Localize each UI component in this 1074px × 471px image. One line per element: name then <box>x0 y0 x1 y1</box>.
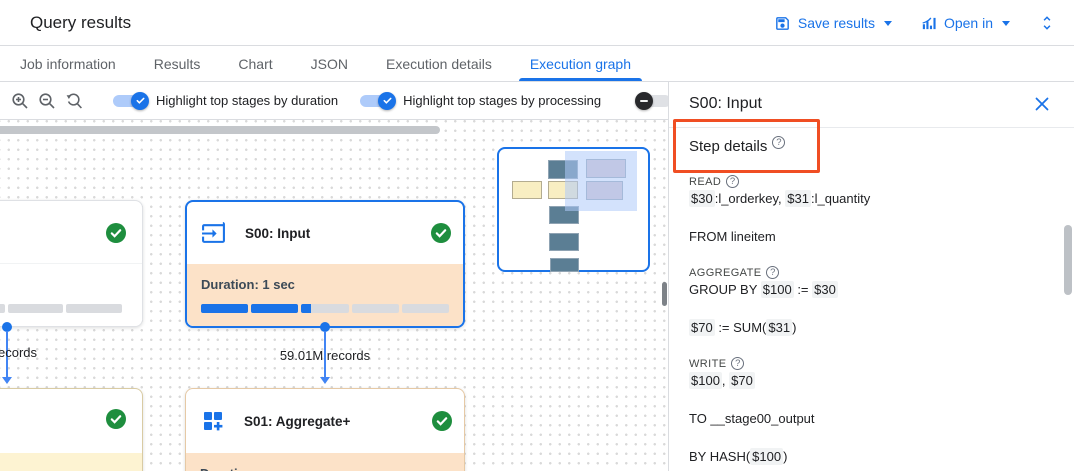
step-details-panel: S00: Input Step details? READ?$30:l_orde… <box>668 82 1074 471</box>
zoom-in-icon[interactable] <box>10 88 30 114</box>
panel-title: S00: Input <box>689 95 762 112</box>
save-icon <box>774 15 791 32</box>
zoom-out-icon[interactable] <box>37 88 57 114</box>
stage-card-s00[interactable]: S00: Input Duration: 1 sec <box>185 200 465 328</box>
minimap-stage-node <box>549 233 579 251</box>
stage-duration-label: Duration: <box>200 466 258 471</box>
tab-bar: Job information Results Chart JSON Execution… <box>0 46 1074 82</box>
stage-progress-bar <box>201 304 450 313</box>
stage-duration-label: Duration: 1 sec <box>201 277 295 292</box>
help-icon[interactable]: ? <box>731 357 745 370</box>
dropdown-caret-icon <box>1002 20 1010 26</box>
step-detail-line: GROUP BY $100 := $30 <box>689 281 838 298</box>
step-details-heading: Step details? <box>689 136 786 155</box>
help-icon[interactable]: ? <box>766 266 780 279</box>
step-detail-line: FROM lineitem <box>689 229 776 244</box>
highlight-duration-toggle[interactable] <box>111 91 149 111</box>
step-detail-line: $30:l_orderkey, $31:l_quantity <box>689 190 871 207</box>
highlight-processing-label: Highlight top stages by processing <box>403 93 602 108</box>
stage-title: S00: Input <box>245 226 311 241</box>
graph-toolbar: Highlight top stages by duration Highlig… <box>0 82 672 120</box>
dark-toggle[interactable] <box>635 91 673 111</box>
panel-header: S00: Input <box>669 82 1074 128</box>
edge-records-label-left: ecords <box>0 345 38 360</box>
stage-complete-icon <box>429 221 453 250</box>
tab-results[interactable]: Results <box>153 55 201 72</box>
edge-arrowhead-icon <box>2 377 12 384</box>
edge-line <box>324 331 326 377</box>
stage-card-left-top[interactable] <box>0 200 143 327</box>
edge-arrowhead-icon <box>320 377 330 384</box>
edge-line <box>6 331 8 377</box>
stage-progress-bar <box>0 304 123 313</box>
header-actions: Save results Open in <box>774 0 1056 46</box>
save-results-label: Save results <box>797 15 875 31</box>
step-section-label: READ? <box>689 174 1039 189</box>
stage-card-body <box>0 453 142 471</box>
minimap-viewport[interactable] <box>565 151 637 211</box>
step-detail-line: $100, $70 <box>689 372 755 389</box>
help-icon[interactable]: ? <box>726 175 740 188</box>
step-detail-line: BY HASH($100) <box>689 448 788 465</box>
canvas-horizontal-scrollbar[interactable] <box>0 126 440 134</box>
tab-chart[interactable]: Chart <box>238 55 273 72</box>
tab-job-information[interactable]: Job information <box>20 55 116 72</box>
minimap-stage-node <box>550 258 579 272</box>
highlight-processing-toggle[interactable] <box>358 91 397 111</box>
aggregate-stage-icon <box>201 409 225 438</box>
canvas-vertical-scrollbar[interactable] <box>662 282 667 306</box>
input-stage-icon <box>201 221 226 251</box>
step-section-label: WRITE? <box>689 356 1039 371</box>
highlight-duration-label: Highlight top stages by duration <box>156 93 339 108</box>
tab-execution-graph[interactable]: Execution graph <box>511 46 650 81</box>
open-in-button[interactable]: Open in <box>920 15 1010 32</box>
stage-card-body: Duration: <box>186 453 464 471</box>
page-title: Query results <box>30 12 132 32</box>
edge-output-dot <box>320 322 330 332</box>
edge-output-dot <box>2 322 12 332</box>
step-detail-line: $70 := SUM($31) <box>689 319 797 336</box>
step-section-label: AGGREGATE? <box>689 265 1039 280</box>
stage-title: S01: Aggregate+ <box>244 414 351 429</box>
dropdown-caret-icon <box>883 20 892 26</box>
stage-card-s01[interactable]: S01: Aggregate+ Duration: <box>185 388 465 471</box>
stage-complete-icon <box>430 409 454 438</box>
stage-complete-icon <box>104 221 128 250</box>
stage-card-body <box>0 263 142 326</box>
graph-minimap[interactable] <box>497 147 650 272</box>
page-header: Query results Save results Open in <box>0 0 1074 46</box>
close-icon[interactable] <box>1034 96 1050 117</box>
minimap-stage-node <box>512 181 542 199</box>
stage-card-left-bottom[interactable] <box>0 388 143 471</box>
tab-execution-details[interactable]: Execution details <box>385 55 492 72</box>
stage-card-body: Duration: 1 sec <box>187 264 463 326</box>
help-icon[interactable]: ? <box>772 136 786 149</box>
panel-scrollbar[interactable] <box>1064 225 1072 295</box>
analytics-icon <box>920 15 937 32</box>
save-results-button[interactable]: Save results <box>774 15 892 32</box>
stage-complete-icon <box>104 407 128 436</box>
tab-json[interactable]: JSON <box>310 55 348 72</box>
execution-graph-canvas[interactable]: S00: Input Duration: 1 sec ecords 59.01M… <box>0 120 668 471</box>
collapse-expand-button[interactable] <box>1038 14 1056 32</box>
edge-records-label-center: 59.01M records <box>279 348 371 363</box>
step-detail-line: TO __stage00_output <box>689 411 815 426</box>
open-in-label: Open in <box>943 15 993 31</box>
zoom-reset-icon[interactable] <box>64 88 84 114</box>
